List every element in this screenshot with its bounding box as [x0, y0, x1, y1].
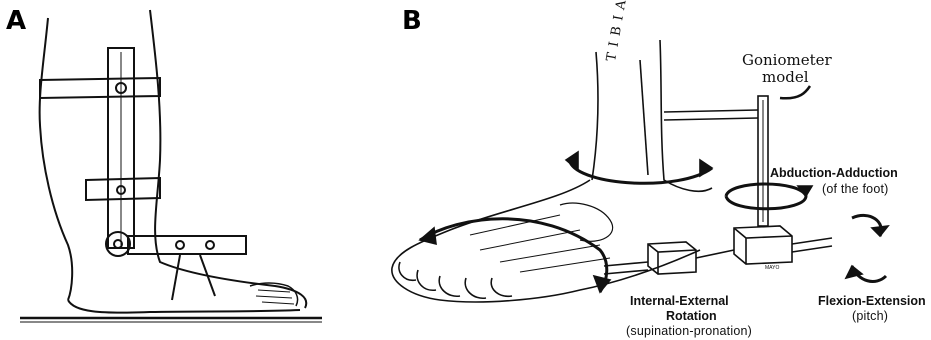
fibula-bone	[640, 60, 648, 175]
rotation-label: Internal-External	[630, 294, 729, 308]
abduction-arrow	[726, 184, 806, 209]
rotation-subtitle: (supination-pronation)	[626, 324, 752, 338]
flexion-extension-label: Flexion-Extension	[818, 294, 926, 308]
goniometer-cube-right	[734, 226, 792, 264]
rotation-label-line2: Rotation	[666, 309, 717, 323]
foot-rotation-arrow	[420, 219, 607, 292]
abduction-adduction-label: Abduction-Adduction	[770, 166, 898, 180]
goniometer-pointer	[780, 86, 810, 98]
mayo-stamp: MAYO	[765, 265, 779, 271]
goniometer-tibia-arm	[664, 110, 758, 120]
goniometer-label: Goniometer	[742, 52, 832, 69]
flexion-subtitle: (pitch)	[852, 309, 888, 323]
foot-toes	[399, 262, 512, 298]
foot-outline	[392, 180, 700, 302]
abduction-subtitle: (of the foot)	[822, 182, 889, 196]
tibia-bone	[592, 40, 712, 191]
goniometer-model-label: model	[762, 69, 809, 86]
ankle-rotation-arrow	[570, 162, 712, 183]
